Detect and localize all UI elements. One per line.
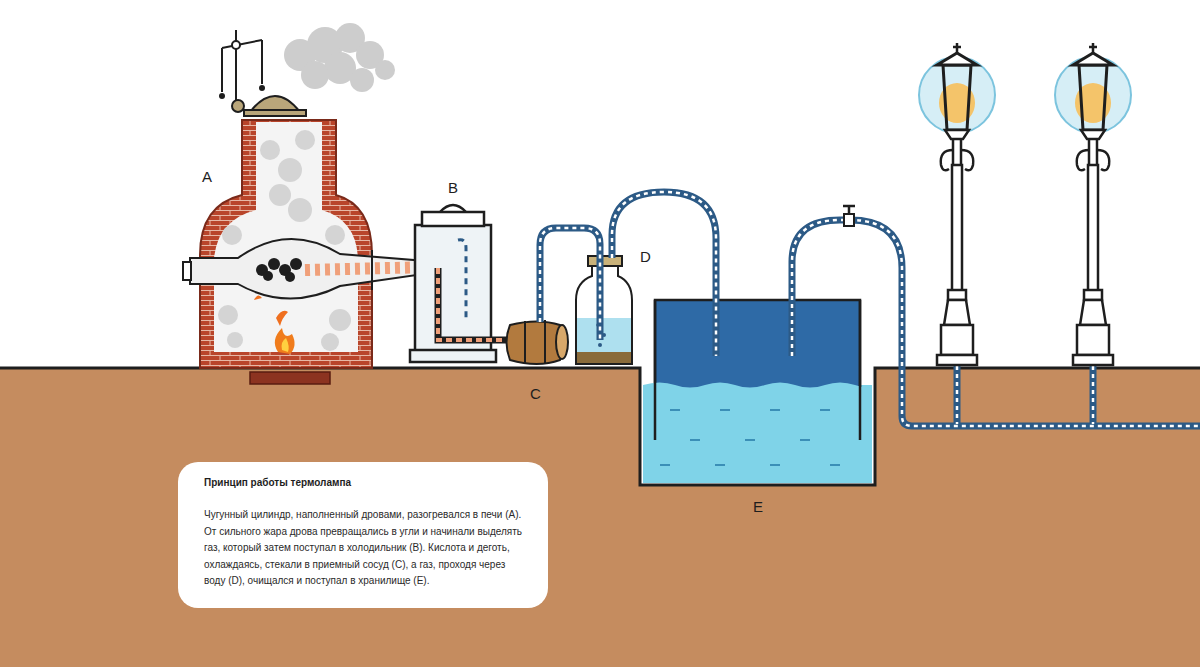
smoke [284,23,395,92]
part-letter: E [753,498,763,515]
furnace [183,30,438,384]
street-lamp [919,43,1131,365]
part-letter: C [530,385,541,402]
washing-bottle [576,256,632,364]
tap [843,206,855,226]
caption-box: Принцип работы термолампаЧугунный цилинд… [178,462,548,608]
part-letter: A [202,168,212,185]
part-letter: B [448,179,458,196]
part-letter: D [640,248,651,265]
storage-tank [643,300,872,483]
caption-heading: Принцип работы термолампа [204,476,526,489]
ground [0,368,1200,667]
barrel [507,320,569,364]
cooler [410,205,508,362]
caption-body: Чугунный цилиндр, наполненный дровами, р… [204,507,526,590]
